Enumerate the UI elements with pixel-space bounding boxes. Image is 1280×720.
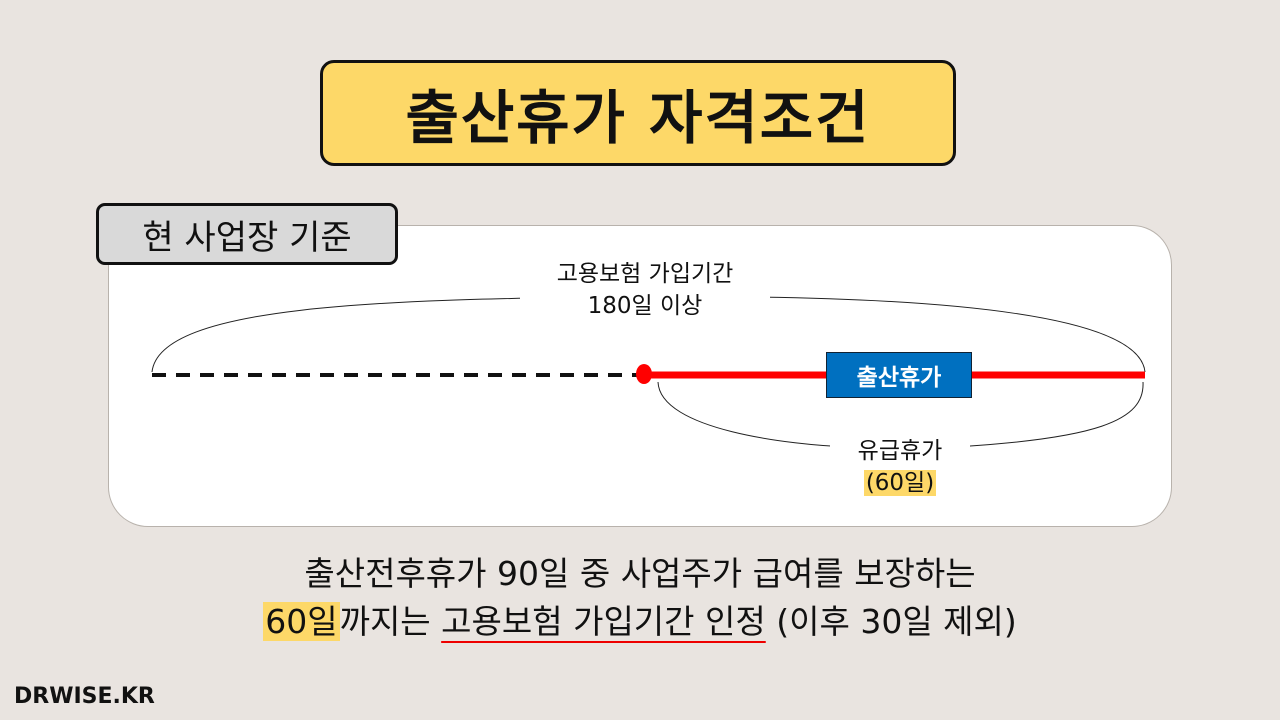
explanation-line2: 60일까지는 고용보험 가입기간 인정 (이후 30일 제외) [0, 598, 1280, 646]
underlined-text: 고용보험 가입기간 인정 [441, 602, 766, 641]
insurance-period-label: 고용보험 가입기간 180일 이상 [520, 258, 770, 322]
explanation-line1: 출산전후휴가 90일 중 사업주가 급여를 보장하는 [304, 554, 976, 593]
paid-leave-label: 유급휴가 (60일) [830, 435, 970, 499]
insurance-label-line2: 180일 이상 [587, 293, 703, 319]
paid-leave-arc [657, 381, 1144, 449]
paid-label-line2: (60일) [863, 470, 937, 496]
page-title: 출산휴가 자격조건 [320, 60, 956, 166]
explanation-text: 출산전후휴가 90일 중 사업주가 급여를 보장하는 60일까지는 고용보험 가… [0, 550, 1280, 646]
highlight-60-days: 60일 [263, 602, 340, 641]
explanation-part-b: (이후 30일 제외) [765, 602, 1017, 641]
paid-label-line1: 유급휴가 [857, 438, 943, 464]
explanation-part-a: 까지는 [339, 602, 442, 641]
section-label: 현 사업장 기준 [96, 203, 398, 265]
maternity-leave-box: 출산휴가 [826, 352, 972, 398]
brand-logo: DRWISE.KR [14, 684, 155, 709]
leave-start-dot [636, 364, 652, 384]
insurance-label-line1: 고용보험 가입기간 [556, 261, 734, 287]
